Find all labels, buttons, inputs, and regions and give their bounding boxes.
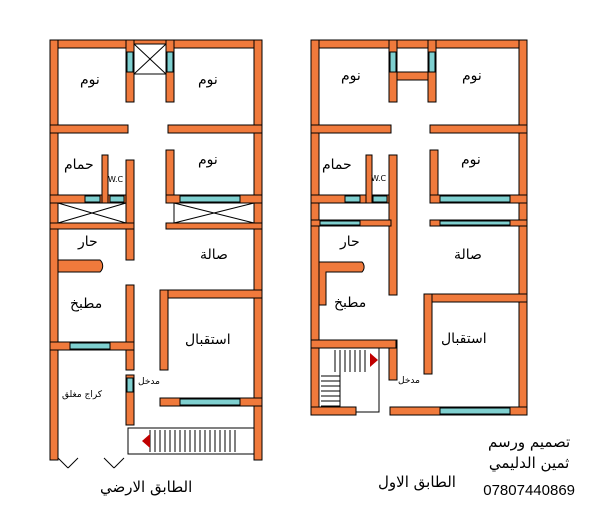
- window: [126, 377, 134, 393]
- window: [372, 195, 388, 203]
- inner-wall: [423, 293, 528, 303]
- inner-wall: [429, 124, 528, 134]
- window: [69, 342, 111, 350]
- ff-hall-label: صالة: [454, 247, 482, 263]
- inner-wall: [396, 71, 429, 81]
- stair-wall: [310, 339, 397, 349]
- window: [428, 51, 436, 73]
- gf-bedroom-top-right-label: نوم: [198, 72, 218, 88]
- inner-wall: [125, 159, 135, 261]
- outer-wall-left: [49, 39, 59, 461]
- gf-bedroom-middle-label: نوم: [198, 152, 218, 168]
- outer-wall-left: [310, 39, 320, 416]
- window: [344, 195, 361, 203]
- inner-wall: [49, 222, 135, 230]
- ground-floor-caption: الطابق الارضي: [100, 478, 193, 496]
- first-floor-caption: الطابق الاول: [378, 473, 456, 491]
- stair-arrow: [142, 434, 150, 448]
- window: [179, 398, 241, 406]
- window: [109, 195, 125, 203]
- first-floor-plan: [310, 39, 528, 416]
- inner-wall: [165, 222, 263, 230]
- outer-wall-top: [310, 39, 528, 49]
- gf-kitchen-label: مطبخ: [70, 296, 103, 312]
- kitchen-counter: [318, 261, 365, 306]
- window: [389, 51, 397, 73]
- inner-wall: [429, 149, 439, 201]
- inner-wall: [165, 149, 175, 199]
- gf-wc-label: W.C: [108, 175, 124, 184]
- inner-wall: [159, 289, 263, 299]
- ff-hot-area-label: حار: [340, 234, 360, 250]
- designer-credit: تصميم ورسم ثمين الدليمي 07807440869: [483, 432, 575, 501]
- ff-reception-label: استقبال: [441, 331, 487, 347]
- credit-line-2: ثمين الدليمي: [488, 454, 570, 472]
- gf-closed-garage-label: كراج مغلق: [62, 390, 103, 400]
- inner-wall: [125, 284, 135, 371]
- gf-bedroom-top-left-label: نوم: [80, 72, 100, 88]
- inner-wall: [365, 154, 373, 204]
- inner-wall: [159, 289, 169, 371]
- ff-kitchen-label: مطبخ: [334, 295, 367, 311]
- stair-arrow: [370, 353, 378, 367]
- outer-wall-right: [518, 39, 528, 416]
- ff-bedroom-middle-label: نوم: [461, 152, 481, 168]
- gf-hall-label: صالة: [200, 247, 228, 263]
- inner-wall: [310, 124, 392, 134]
- bedroom-wall-top-right: [167, 124, 263, 134]
- gf-bathroom-label: حمام: [64, 157, 94, 173]
- inner-wall: [423, 293, 433, 375]
- window: [439, 407, 511, 415]
- credit-phone: 07807440869: [483, 482, 575, 499]
- credit-line-1: تصميم ورسم: [488, 433, 571, 451]
- outer-wall-bottom: [310, 406, 357, 416]
- window: [319, 220, 361, 226]
- gf-reception-label: استقبال: [185, 332, 231, 348]
- window: [166, 51, 174, 73]
- outer-wall-right: [253, 39, 263, 461]
- ground-floor-plan: [49, 39, 263, 469]
- ff-bedroom-top-left-label: نوم: [341, 68, 361, 84]
- inner-wall: [125, 374, 135, 426]
- gf-entrance-label: مدخل: [138, 377, 160, 387]
- bedroom-wall-top-left: [49, 124, 129, 134]
- ff-wc-label: W.C: [371, 174, 387, 183]
- window: [439, 220, 511, 226]
- kitchen-counter: [57, 259, 104, 273]
- gf-hot-area-label: حار: [78, 234, 98, 250]
- window: [126, 51, 134, 73]
- ff-bedroom-top-right-label: نوم: [462, 68, 482, 84]
- window: [84, 195, 101, 203]
- ff-entrance-label: مدخل: [398, 376, 420, 386]
- ff-bathroom-label: حمام: [322, 157, 352, 173]
- window: [179, 195, 241, 203]
- window: [439, 195, 511, 203]
